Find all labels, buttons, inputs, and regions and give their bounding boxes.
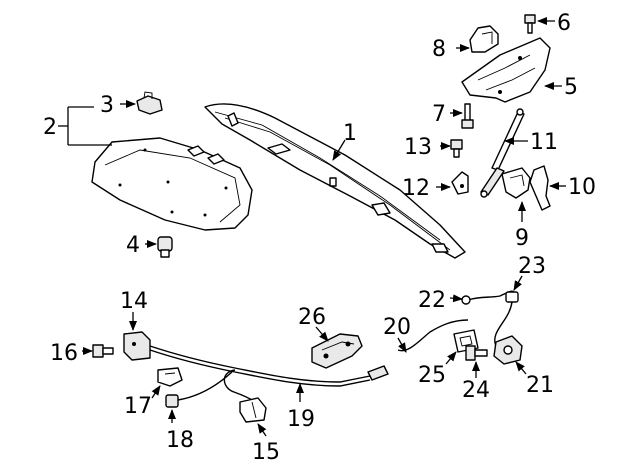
callout-21: 21 xyxy=(526,373,554,398)
screw-16-part xyxy=(92,344,114,358)
callout-16: 16 xyxy=(50,341,78,366)
callout-9: 9 xyxy=(515,226,529,251)
hood-hinge-part xyxy=(461,37,551,103)
release-handle-part xyxy=(123,331,151,361)
callout-8: 8 xyxy=(432,37,446,62)
callout-11: 11 xyxy=(530,130,558,155)
leader-line-15 xyxy=(257,423,267,437)
bolt-6-part xyxy=(524,14,536,34)
hood-latch-part xyxy=(311,333,363,369)
callout-5: 5 xyxy=(564,75,578,100)
callout-1: 1 xyxy=(343,121,357,146)
callout-26: 26 xyxy=(298,305,326,330)
callout-18: 18 xyxy=(166,428,194,453)
release-cable-part xyxy=(149,319,469,409)
callout-6: 6 xyxy=(557,11,571,36)
hood-insulator-part xyxy=(91,137,253,231)
callout-25: 25 xyxy=(418,363,446,388)
bumper-stop-part xyxy=(157,236,173,258)
cable-clip-18-part xyxy=(165,394,179,408)
callout-17: 17 xyxy=(124,394,152,419)
leader-line-25 xyxy=(445,351,457,365)
cable-retainer-part xyxy=(501,167,531,199)
hinge-bracket-part xyxy=(469,25,499,53)
bolt-13-part xyxy=(450,139,463,158)
callout-20: 20 xyxy=(383,315,411,340)
bolt-7-part xyxy=(461,103,474,129)
leader-line-26 xyxy=(315,326,329,342)
hood-part xyxy=(204,103,466,259)
leader-line-17 xyxy=(151,385,161,399)
callout-19: 19 xyxy=(287,407,315,432)
leader-line-21 xyxy=(515,361,527,375)
callout-24: 24 xyxy=(462,378,490,403)
callout-2: 2 xyxy=(43,115,57,140)
leader-line-22 xyxy=(449,294,463,303)
callout-13: 13 xyxy=(404,135,432,160)
callout-23: 23 xyxy=(518,254,546,279)
prop-clip-part xyxy=(529,165,551,211)
connector-17-part xyxy=(157,367,183,387)
callout-4: 4 xyxy=(126,233,140,258)
callout-12: 12 xyxy=(402,176,430,201)
leader-line-23 xyxy=(513,275,523,291)
latch-actuator-part xyxy=(493,335,523,365)
strut-bracket-part xyxy=(451,171,469,195)
connector-15-part xyxy=(239,397,267,423)
retainer-clip-part xyxy=(136,91,163,115)
callout-15: 15 xyxy=(252,440,280,465)
bolt-24-part xyxy=(465,345,488,361)
callout-14: 14 xyxy=(120,289,148,314)
callout-22: 22 xyxy=(418,288,446,313)
leader-line-1 xyxy=(332,139,346,161)
callout-3: 3 xyxy=(100,93,114,118)
callout-10: 10 xyxy=(568,175,596,200)
callout-7: 7 xyxy=(432,102,446,127)
leader-line-20 xyxy=(397,337,407,353)
